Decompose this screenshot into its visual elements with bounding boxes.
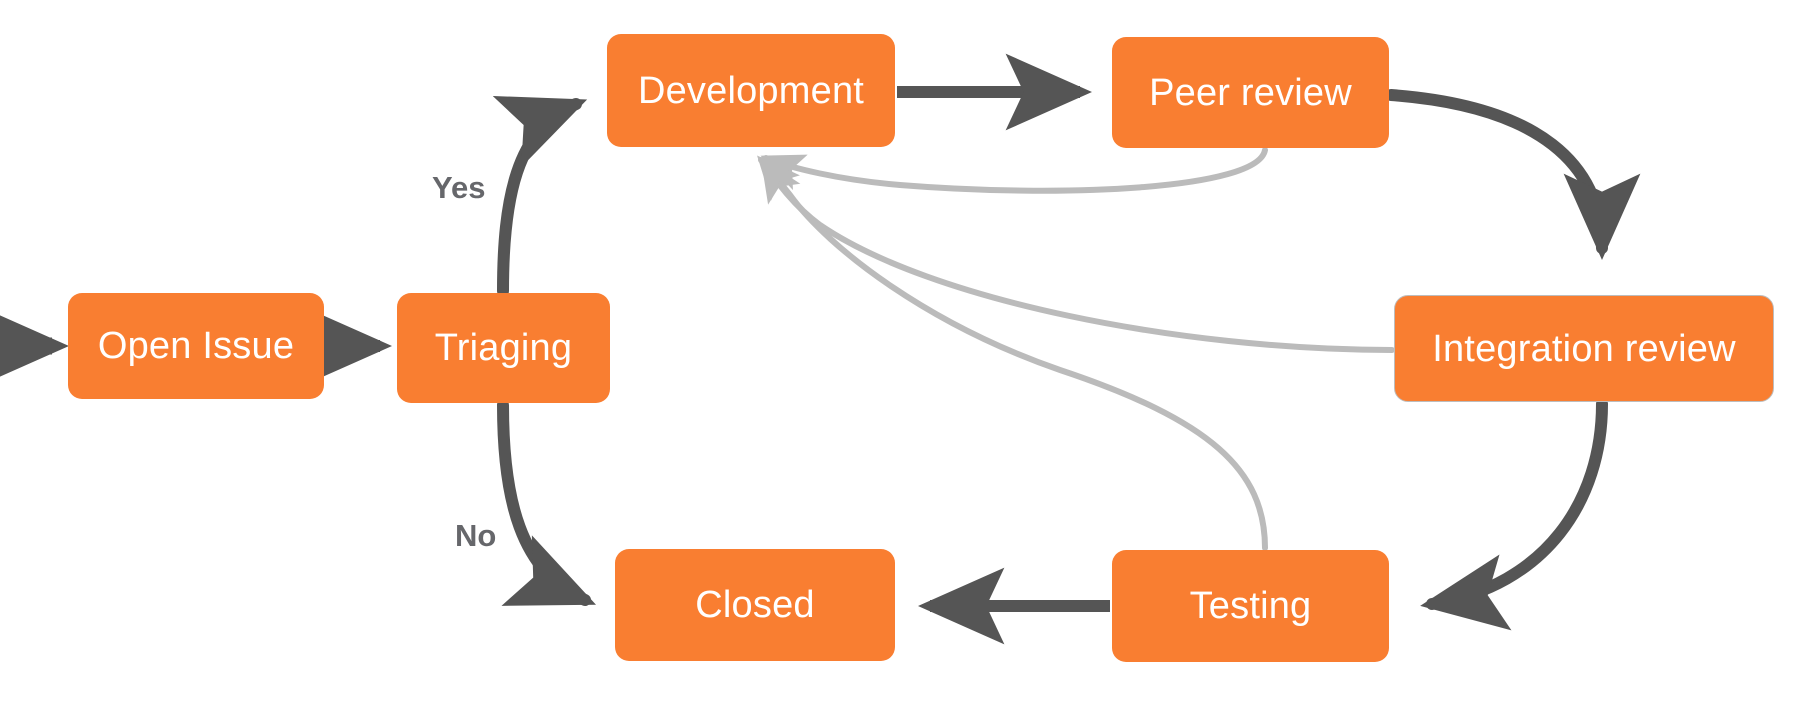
node-label: Integration review: [1432, 327, 1736, 370]
node-label: Closed: [695, 584, 815, 626]
node-integration-review[interactable]: Integration review: [1394, 295, 1774, 402]
node-label: Open Issue: [97, 325, 295, 367]
node-label: Triaging: [434, 327, 573, 369]
node-peer-review[interactable]: Peer review: [1112, 37, 1389, 148]
edge-testing-to-development-feedback: [757, 155, 1268, 551]
edge-triaging-to-closed: [497, 399, 597, 606]
edge-integration-review-to-testing: [1420, 398, 1608, 631]
node-closed[interactable]: Closed: [615, 549, 895, 661]
node-open-issue[interactable]: Open Issue: [68, 293, 324, 399]
edge-integration-review-to-development-feedback: [760, 157, 1395, 353]
edge-peer-review-to-integration-review: [1385, 89, 1641, 260]
node-triaging[interactable]: Triaging: [397, 293, 610, 403]
node-development[interactable]: Development: [607, 34, 895, 147]
edge-label-no: No: [455, 518, 497, 553]
node-label: Peer review: [1149, 71, 1352, 114]
edge-triaging-to-development: [492, 96, 588, 297]
edge-peer-review-to-development-feedback: [760, 147, 1268, 194]
node-label: Development: [637, 69, 865, 112]
node-testing[interactable]: Testing: [1112, 550, 1389, 662]
node-label: Testing: [1189, 585, 1312, 627]
edge-label-yes: Yes: [432, 170, 486, 205]
